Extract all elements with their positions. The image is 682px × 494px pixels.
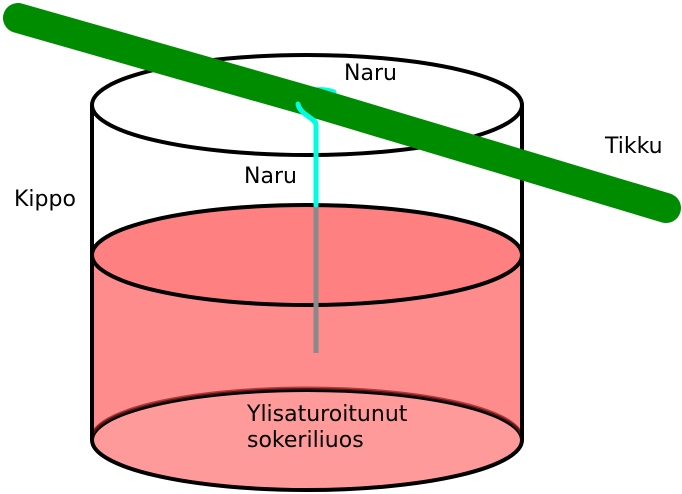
label-string-inside: Naru (244, 164, 297, 189)
liquid-surface (90, 203, 524, 307)
liquid-bottom-edge (90, 386, 524, 439)
string-loop-front (295, 101, 319, 128)
stick-front (301, 88, 681, 223)
label-string-top: Naru (344, 61, 397, 86)
label-stick: Tikku (604, 134, 663, 159)
label-solution-line1: Ylisaturoitunut (246, 402, 408, 427)
bowl-rim (90, 53, 524, 157)
label-solution-line2: sokeriliuos (247, 428, 364, 453)
stick (3, 3, 331, 118)
label-bowl: Kippo (14, 187, 76, 212)
